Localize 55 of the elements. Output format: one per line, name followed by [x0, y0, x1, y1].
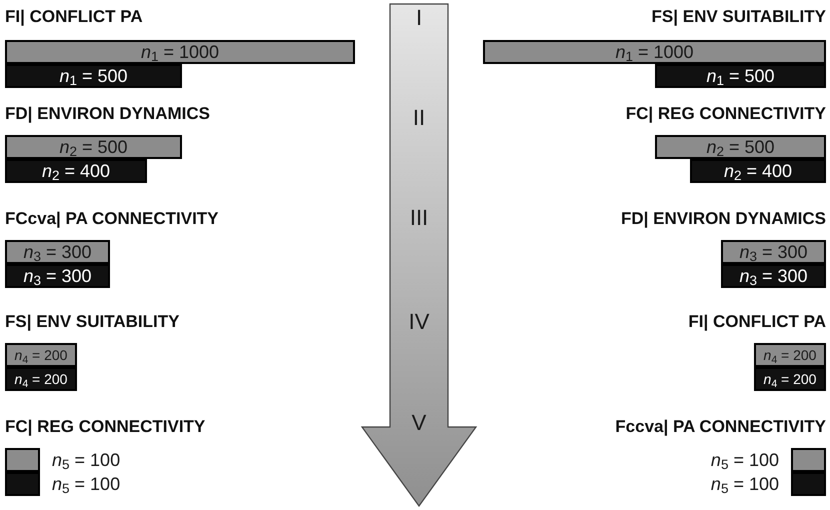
bar-value: n$_{3}$ = 300 [23, 243, 92, 261]
bar [5, 135, 182, 159]
bar [483, 40, 826, 64]
bar [5, 240, 110, 264]
bar [5, 40, 355, 64]
bar [721, 264, 826, 288]
bar-value: n$_{2}$ = 400 [724, 162, 792, 180]
bar [655, 64, 826, 88]
stage-numeral: II [412, 107, 426, 129]
factor-heading: FS| ENV SUITABILITY [5, 313, 180, 330]
bar [754, 367, 826, 391]
stage-numeral: III [410, 207, 428, 229]
bar-value: n$_{2}$ = 500 [59, 138, 128, 156]
stage-numeral: I [416, 7, 422, 29]
bar-value: n$_{1}$ = 1000 [615, 43, 694, 61]
bar-value: n$_{4}$ = 200 [764, 348, 816, 362]
bar [791, 448, 826, 472]
bar [5, 448, 40, 472]
stage-numeral: V [412, 412, 426, 434]
bar [791, 472, 826, 496]
bar [5, 472, 40, 496]
bar-value: n$_{2}$ = 400 [42, 162, 110, 180]
factor-heading: FD| ENVIRON DYNAMICS [621, 210, 826, 227]
bar [5, 264, 110, 288]
bar [721, 240, 826, 264]
bar-value: n$_{4}$ = 200 [14, 348, 68, 362]
bar [5, 367, 77, 391]
bar [754, 343, 826, 367]
factor-heading: FI| CONFLICT PA [5, 8, 143, 25]
bar [5, 343, 77, 367]
factor-heading: FS| ENV SUITABILITY [652, 8, 826, 25]
bar [655, 135, 826, 159]
bar [5, 64, 182, 88]
bar [690, 159, 826, 183]
bar-value: n$_{2}$ = 500 [706, 138, 775, 156]
bar-value: n$_{5}$ = 100 [52, 451, 120, 469]
bar-value: n$_{5}$ = 100 [710, 451, 779, 469]
bar-value: n$_{3}$ = 300 [739, 243, 808, 261]
bar-value: n$_{3}$ = 300 [739, 267, 808, 285]
factor-heading: FC| REG CONNECTIVITY [5, 418, 206, 435]
bar-value: n$_{1}$ = 500 [706, 67, 775, 85]
bar-value: n$_{4}$ = 200 [14, 372, 68, 386]
bar-value: n$_{5}$ = 100 [710, 475, 779, 493]
stage-numeral: IV [408, 311, 430, 333]
factor-heading: FD| ENVIRON DYNAMICS [5, 105, 210, 122]
factor-heading: FC| REG CONNECTIVITY [626, 105, 826, 122]
factor-heading: Fccva| PA CONNECTIVITY [615, 418, 826, 435]
bar-value: n$_{1}$ = 1000 [140, 43, 220, 61]
bar-value: n$_{4}$ = 200 [764, 372, 816, 386]
bar-value: n$_{5}$ = 100 [52, 475, 120, 493]
factor-heading: FI| CONFLICT PA [688, 313, 826, 330]
bar-value: n$_{3}$ = 300 [23, 267, 92, 285]
bar-value: n$_{1}$ = 500 [59, 67, 128, 85]
bar [5, 159, 147, 183]
factor-heading: FCcva| PA CONNECTIVITY [5, 210, 219, 227]
